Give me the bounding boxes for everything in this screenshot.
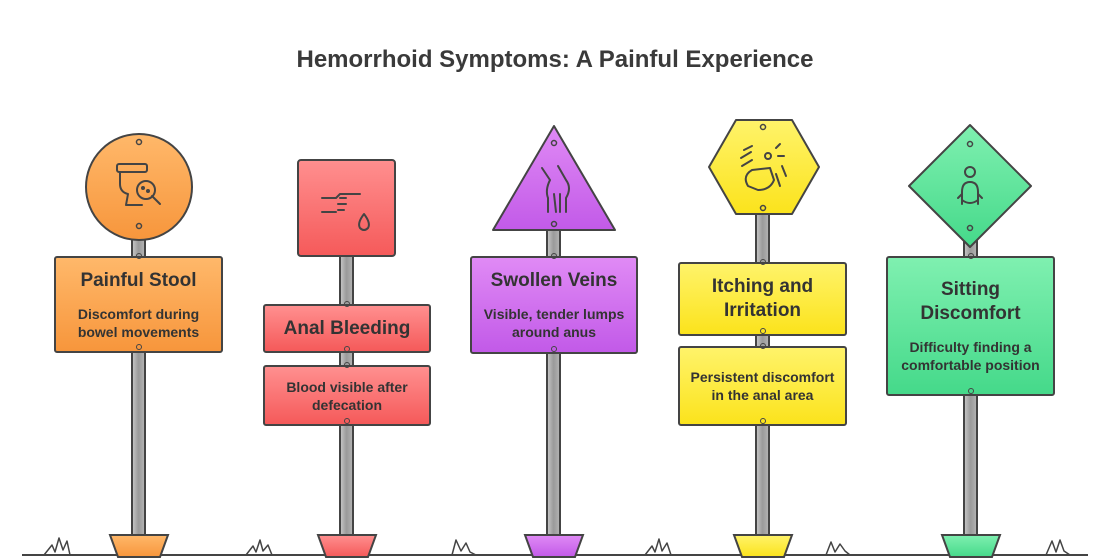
panel-heading: Sitting Discomfort: [920, 279, 1021, 324]
sign-rectangle: [297, 159, 396, 257]
panel-swollen-veins: Swollen Veins Visible, tender lumps arou…: [470, 256, 638, 354]
scratching-hand-icon: [740, 143, 787, 191]
panel-description: Blood visible after defecation: [286, 378, 408, 413]
panel-description: Discomfort during bowel movements: [77, 305, 200, 340]
pointing-hand-drop-icon: [321, 193, 370, 231]
pole-bases: [108, 534, 1002, 558]
page-title: Hemorrhoid Symptoms: A Painful Experienc…: [296, 46, 814, 73]
panel-anal-bleeding-heading: Anal Bleeding: [263, 304, 431, 353]
toilet-magnifier-icon: [116, 163, 161, 206]
panel-description: Persistent discomfort in the anal area: [690, 369, 835, 403]
sign-circle: [85, 133, 193, 241]
poles: [131, 179, 978, 541]
panel-heading: Painful Stool: [80, 269, 197, 291]
panel-itching-description: Persistent discomfort in the anal area: [678, 346, 847, 426]
sign-triangle: [492, 125, 616, 231]
sign-diamond: [908, 124, 1032, 248]
panel-heading: Anal Bleeding: [283, 317, 411, 339]
panel-painful-stool: Painful Stool Discomfort during bowel mo…: [54, 256, 223, 353]
seated-person-icon: [957, 166, 983, 205]
panel-description: Difficulty finding a comfortable positio…: [901, 339, 1040, 373]
swollen-joint-icon: [541, 165, 570, 213]
panel-heading: Itching and Irritation: [711, 276, 814, 321]
panel-sitting-discomfort: Sitting Discomfort Difficulty finding a …: [886, 256, 1055, 396]
sign-hexagon: [708, 119, 820, 215]
panel-description: Visible, tender lumps around anus: [483, 306, 625, 340]
panel-anal-bleeding-description: Blood visible after defecation: [263, 365, 431, 426]
panel-itching-heading: Itching and Irritation: [678, 262, 847, 336]
grass-decoration: [43, 537, 1071, 556]
panel-heading: Swollen Veins: [490, 270, 618, 291]
